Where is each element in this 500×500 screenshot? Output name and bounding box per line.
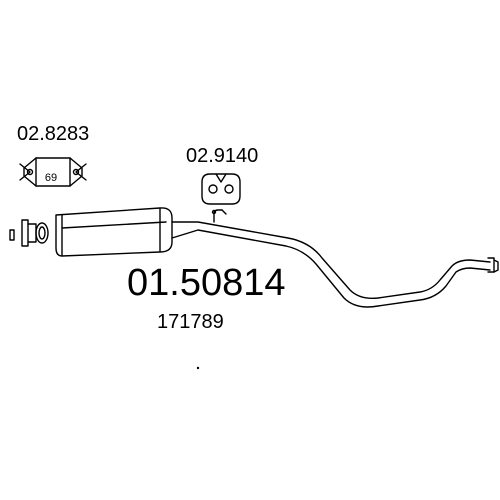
hanger-drawing (201, 173, 241, 205)
stray-dot (196, 366, 200, 370)
pipe-hanger-hook (211, 209, 227, 223)
alt-part-number: 171789 (157, 311, 224, 333)
clamp-size-label: 69 (44, 172, 58, 184)
hanger-part-number: 02.9140 (186, 145, 259, 167)
muffler (21, 207, 173, 257)
main-part-number: 01.50814 (127, 262, 286, 304)
exhaust-pipe (171, 221, 499, 308)
inlet-stub (9, 229, 15, 241)
clamp-part-number: 02.8283 (17, 123, 90, 145)
clamp-drawing (19, 157, 87, 187)
